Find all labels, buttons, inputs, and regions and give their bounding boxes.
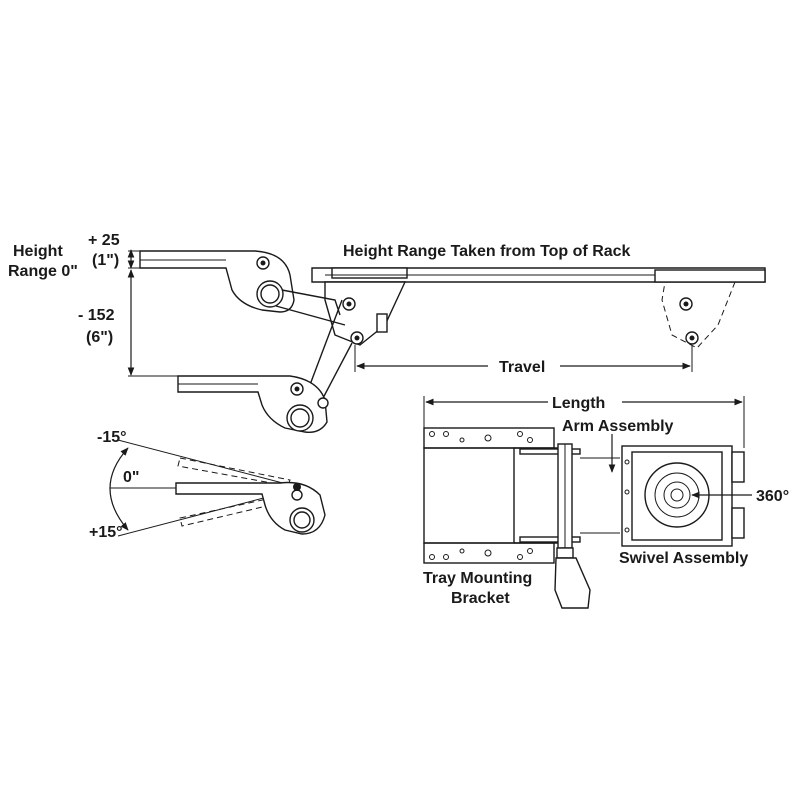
minus-152-inch-label: (6")	[86, 329, 113, 346]
tilt-zero-label: 0"	[123, 469, 139, 486]
plus-25-label: + 25	[88, 232, 120, 249]
top-view	[423, 396, 752, 609]
bracket-holes	[429, 431, 533, 560]
tilt-view	[109, 439, 326, 537]
tilt-minus-15-label: -15°	[97, 429, 127, 446]
height-range-header: Height Range Taken from Top of Rack	[343, 243, 631, 260]
tilt-plus-15-label: +15°	[89, 524, 123, 541]
arm-assembly-label: Arm Assembly	[562, 418, 674, 435]
plus-25-inch-label: (1")	[92, 252, 119, 269]
swivel-360-label: 360°	[756, 488, 789, 505]
tray-mounting-label-line1: Tray Mounting	[423, 570, 532, 587]
side-view	[127, 249, 766, 433]
length-label: Length	[552, 395, 605, 412]
swivel-assembly-label: Swivel Assembly	[619, 550, 748, 567]
height-range-label-line1: Height	[13, 243, 63, 260]
tray-mounting-label-line2: Bracket	[451, 590, 510, 607]
height-range-label-line2: Range 0"	[8, 263, 78, 280]
minus-152-label: - 152	[78, 307, 115, 324]
travel-label: Travel	[499, 359, 545, 376]
